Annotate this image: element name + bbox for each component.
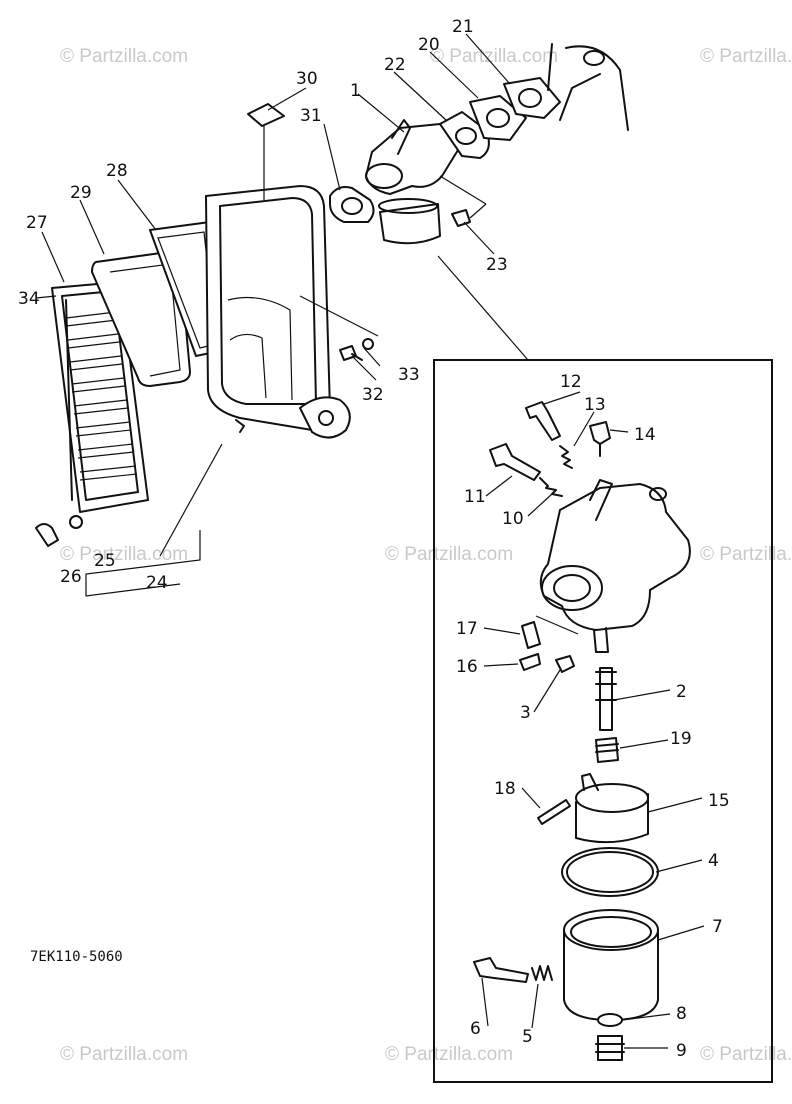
screw-3[interactable] bbox=[555, 655, 575, 673]
callout-3: 3 bbox=[520, 703, 531, 723]
callout-25: 25 bbox=[94, 551, 116, 571]
detail-frame bbox=[433, 359, 773, 1083]
air-cleaner-case[interactable] bbox=[205, 185, 351, 439]
callout-21: 21 bbox=[452, 17, 474, 37]
callout-6: 6 bbox=[470, 1019, 481, 1039]
o-ring-4[interactable] bbox=[561, 847, 659, 897]
watermark: © Partzilla.com bbox=[60, 544, 188, 565]
air-filter-assembly bbox=[35, 103, 379, 597]
pin-17[interactable] bbox=[521, 621, 541, 649]
callout-29: 29 bbox=[70, 183, 92, 203]
spring-5[interactable] bbox=[531, 965, 553, 981]
callout-11: 11 bbox=[464, 487, 486, 507]
case-gasket[interactable] bbox=[329, 186, 375, 223]
watermark-layer: © Partzilla.com © Partzilla.com © Partzi… bbox=[60, 46, 792, 1065]
watermark: © Partzilla.com bbox=[430, 46, 558, 67]
callout-33: 33 bbox=[398, 365, 420, 385]
callout-30: 30 bbox=[296, 69, 318, 89]
washer-33[interactable] bbox=[362, 338, 374, 350]
float-bowl-7[interactable] bbox=[563, 909, 659, 1021]
spring-10[interactable] bbox=[539, 477, 563, 497]
clip-26[interactable] bbox=[35, 523, 59, 547]
callout-10: 10 bbox=[502, 509, 524, 529]
callout-32: 32 bbox=[362, 385, 384, 405]
callout-5: 5 bbox=[522, 1027, 533, 1047]
watermark: © Partzilla.com bbox=[700, 544, 792, 565]
callout-18: 18 bbox=[494, 779, 516, 799]
screw-12[interactable] bbox=[525, 401, 561, 441]
callout-7: 7 bbox=[712, 917, 723, 937]
float-15[interactable] bbox=[575, 773, 649, 844]
carburetor-detail bbox=[473, 401, 691, 1061]
callout-17: 17 bbox=[456, 619, 478, 639]
callout-28: 28 bbox=[106, 161, 128, 181]
leader-lines bbox=[35, 33, 705, 1049]
spring-13[interactable] bbox=[559, 445, 573, 469]
watermark: © Partzilla.com bbox=[700, 1044, 792, 1065]
callout-14: 14 bbox=[634, 425, 656, 445]
callout-26: 26 bbox=[60, 567, 82, 587]
watermark: © Partzilla.com bbox=[385, 1044, 513, 1065]
carburetor-overview bbox=[365, 43, 629, 361]
callout-34: 34 bbox=[18, 289, 40, 309]
filter-cap[interactable] bbox=[247, 103, 285, 127]
screw-6[interactable] bbox=[473, 957, 529, 983]
callout-4: 4 bbox=[708, 851, 719, 871]
callout-19: 19 bbox=[670, 729, 692, 749]
screw-11[interactable] bbox=[489, 443, 541, 481]
callout-12: 12 bbox=[560, 372, 582, 392]
callout-1: 1 bbox=[350, 81, 361, 101]
washer-8[interactable] bbox=[597, 1013, 623, 1027]
gasket-21[interactable] bbox=[503, 77, 561, 119]
callout-24: 24 bbox=[146, 573, 168, 593]
callout-16: 16 bbox=[456, 657, 478, 677]
callouts: 1 2 3 4 5 6 7 8 9 10 11 12 13 14 15 16 1… bbox=[18, 17, 730, 1061]
nut-25[interactable] bbox=[69, 515, 83, 529]
callout-9: 9 bbox=[676, 1041, 687, 1061]
callout-15: 15 bbox=[708, 791, 730, 811]
callout-23: 23 bbox=[486, 255, 508, 275]
carburetor-body-small[interactable] bbox=[365, 123, 460, 195]
clip-16[interactable] bbox=[519, 653, 541, 671]
drawing-code: 7EK110-5060 bbox=[30, 949, 123, 965]
watermark: © Partzilla.com bbox=[700, 46, 792, 67]
spacer-20[interactable] bbox=[469, 95, 527, 141]
watermark: © Partzilla.com bbox=[385, 544, 513, 565]
drain-bolt-9[interactable] bbox=[597, 1035, 623, 1061]
callout-31: 31 bbox=[300, 106, 322, 126]
callout-27: 27 bbox=[26, 213, 48, 233]
callout-2: 2 bbox=[676, 682, 687, 702]
drain-screw-23[interactable] bbox=[451, 209, 471, 227]
callout-8: 8 bbox=[676, 1004, 687, 1024]
watermark: © Partzilla.com bbox=[60, 1044, 188, 1065]
callout-22: 22 bbox=[384, 55, 406, 75]
callout-13: 13 bbox=[584, 395, 606, 415]
screw-14[interactable] bbox=[589, 421, 611, 445]
float-pin-18[interactable] bbox=[537, 799, 571, 825]
watermark: © Partzilla.com bbox=[60, 46, 188, 67]
callout-20: 20 bbox=[418, 35, 440, 55]
